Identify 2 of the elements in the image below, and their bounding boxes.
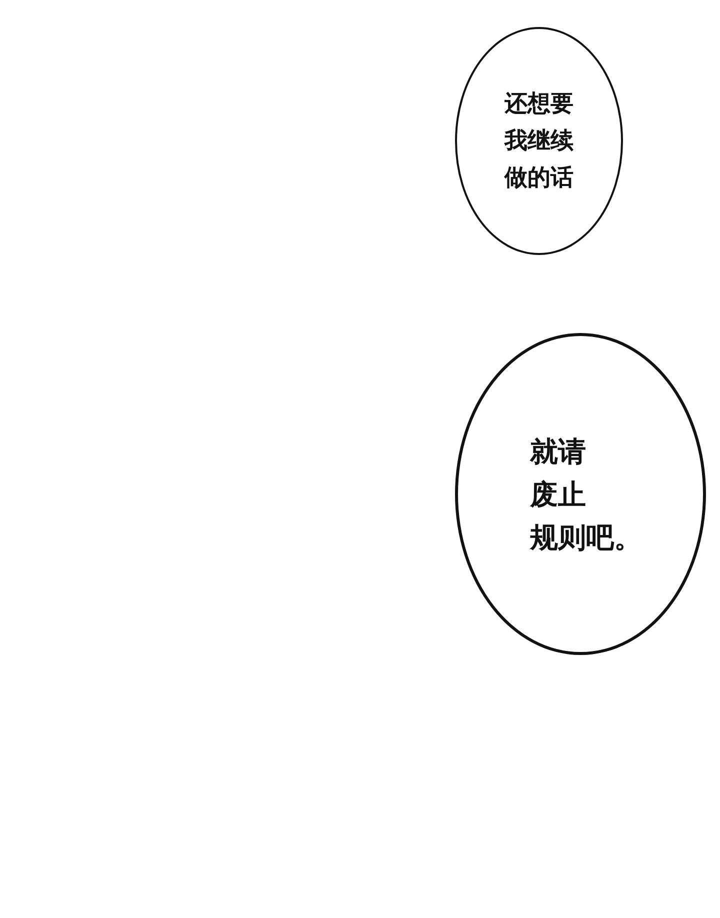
speech-text: 还想要我继续做的话 bbox=[504, 90, 574, 192]
speech-text: 就请废止规则吧。 bbox=[530, 434, 642, 556]
